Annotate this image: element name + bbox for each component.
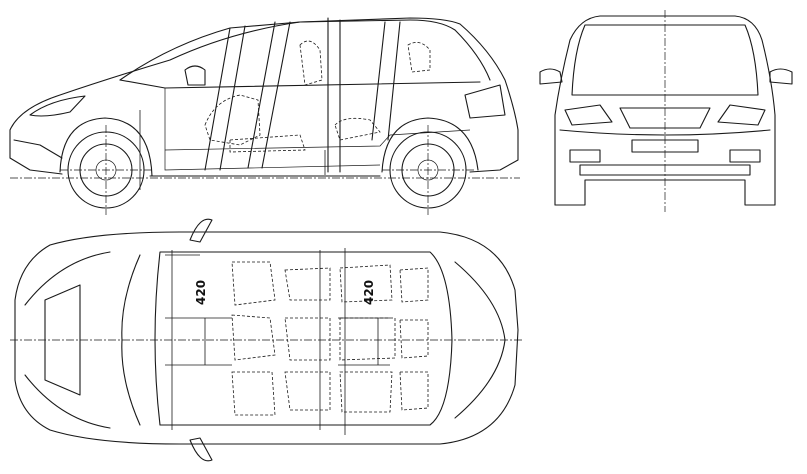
front-mirror-right <box>769 68 793 85</box>
side-mirror <box>184 65 206 86</box>
headlight-left <box>564 104 613 126</box>
rear-headroom-label: 420 <box>362 280 376 305</box>
grille <box>619 107 711 129</box>
top-view <box>10 218 522 462</box>
top-mirror-upper <box>189 218 213 243</box>
headlight-right <box>717 104 766 126</box>
rear-wheel-arch <box>381 117 479 173</box>
front-headroom-label: 420 <box>194 280 208 305</box>
top-mirror-lower <box>189 437 213 462</box>
side-body-outline <box>9 17 519 173</box>
front-body-outline <box>554 15 776 206</box>
front-mirror-left <box>539 68 563 85</box>
top-front-seats <box>231 261 276 306</box>
rear-light-side <box>464 84 506 119</box>
rear-seat-outline <box>299 40 323 86</box>
side-windows <box>119 19 491 81</box>
side-view <box>9 17 520 215</box>
top-rear-seats <box>339 264 393 303</box>
headlight-side <box>29 95 86 117</box>
roof-outline <box>154 251 453 426</box>
front-wheel-arch <box>59 117 153 177</box>
windshield <box>571 24 759 96</box>
front-view <box>539 10 793 212</box>
top-body-outline <box>14 231 519 445</box>
